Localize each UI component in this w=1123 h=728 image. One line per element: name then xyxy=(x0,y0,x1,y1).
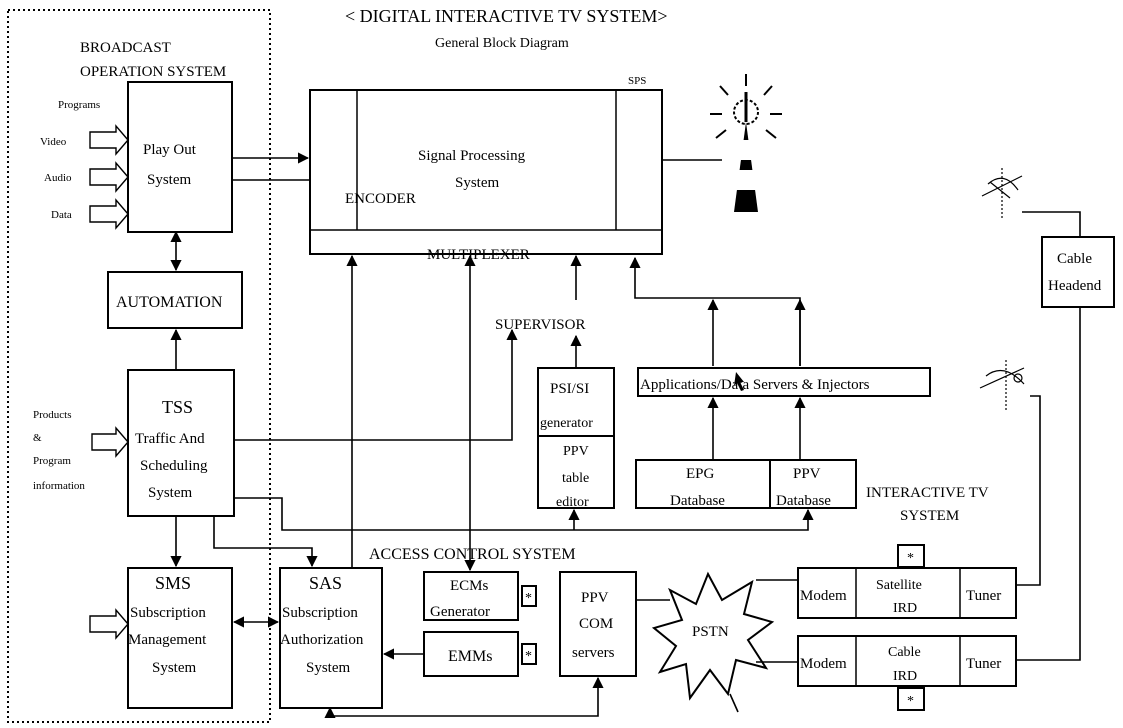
psi-label-1: PSI/SI xyxy=(550,381,589,397)
emms-star: * xyxy=(525,649,532,664)
broadcast-label-1: BROADCAST xyxy=(80,40,171,56)
sms-arrow-icon xyxy=(90,610,128,638)
ppv-db-label-2: Database xyxy=(776,493,831,509)
ppv-com-label-1: PPV xyxy=(581,590,609,606)
headend-label-1: Cable xyxy=(1057,251,1092,267)
input-video: Video xyxy=(40,136,67,148)
diagram-subtitle: General Block Diagram xyxy=(435,36,569,51)
signal-label-1: Signal Processing xyxy=(418,148,526,164)
ppv-com-label-2: COM xyxy=(579,616,613,632)
ppv-table-label-1: PPV xyxy=(563,444,589,459)
input-data: Data xyxy=(51,209,72,221)
automation-label: AUTOMATION xyxy=(116,294,223,311)
ppv-table-label-3: editor xyxy=(556,495,589,510)
ppv-com-label-3: servers xyxy=(572,645,615,661)
products-label-4: information xyxy=(33,480,85,492)
sas-label-3: Authorization xyxy=(280,632,364,648)
sms-label-3: Management xyxy=(128,632,207,648)
tss-label-4: System xyxy=(148,485,193,501)
pstn-label: PSTN xyxy=(692,624,729,640)
cable-ird-label-1: Cable xyxy=(888,645,921,660)
cable-tuner-label: Tuner xyxy=(966,656,1001,672)
ppv-db-label-1: PPV xyxy=(793,466,821,482)
sms-label-2: Subscription xyxy=(130,605,206,621)
playout-label-2: System xyxy=(147,172,192,188)
video-arrow-icon xyxy=(90,126,128,154)
apps-label: Applications/Data Servers & Injectors xyxy=(640,377,870,393)
tss-label-2: Traffic And xyxy=(135,431,205,447)
cable-star: * xyxy=(907,694,914,709)
supervisor-label: SUPERVISOR xyxy=(495,317,586,333)
epg-label-2: Database xyxy=(670,493,725,509)
sas-label-4: System xyxy=(306,660,351,676)
encoder-label: ENCODER xyxy=(345,191,416,207)
sms-label-1: SMS xyxy=(155,573,191,593)
ecms-star: * xyxy=(525,591,532,606)
audio-arrow-icon xyxy=(90,163,128,191)
sat-modem-label: Modem xyxy=(800,588,847,604)
cable-modem-label: Modem xyxy=(800,656,847,672)
broadcast-tower-icon xyxy=(710,74,782,212)
access-control-label: ACCESS CONTROL SYSTEM xyxy=(369,546,576,563)
products-arrow-icon xyxy=(92,428,128,456)
satellite-dish-icon-2 xyxy=(980,360,1024,412)
sps-tag: SPS xyxy=(628,75,646,87)
psi-label-2: generator xyxy=(540,416,593,431)
cable-ird-label-2: IRD xyxy=(893,669,917,684)
satellite-dish-icon xyxy=(982,168,1022,220)
epg-label-1: EPG xyxy=(686,466,715,482)
playout-label-1: Play Out xyxy=(143,142,197,158)
ppv-table-label-2: table xyxy=(562,471,589,486)
sas-label-2: Subscription xyxy=(282,605,358,621)
sas-label-1: SAS xyxy=(309,573,342,593)
sms-label-4: System xyxy=(152,660,197,676)
cable-headend-box xyxy=(1042,237,1114,307)
emms-label: EMMs xyxy=(448,648,492,665)
products-label-3: Program xyxy=(33,455,71,467)
tss-label-3: Scheduling xyxy=(140,458,208,474)
sat-ird-label-1: Satellite xyxy=(876,578,922,593)
headend-label-2: Headend xyxy=(1048,278,1102,294)
ecms-label-1: ECMs xyxy=(450,578,489,594)
sat-tuner-label: Tuner xyxy=(966,588,1001,604)
satellite-star: * xyxy=(907,551,914,566)
signal-label-2: System xyxy=(455,175,500,191)
interactive-label-2: SYSTEM xyxy=(900,508,959,524)
broadcast-label-2: OPERATION SYSTEM xyxy=(80,64,226,80)
multiplexer-label: MULTIPLEXER xyxy=(427,247,530,263)
input-programs: Programs xyxy=(58,99,100,111)
sat-ird-label-2: IRD xyxy=(893,601,917,616)
ecms-label-2: Generator xyxy=(430,604,490,620)
data-arrow-icon xyxy=(90,200,128,228)
input-audio: Audio xyxy=(44,172,72,184)
products-label-2: & xyxy=(33,432,42,444)
products-label-1: Products xyxy=(33,409,72,421)
diagram-title: < DIGITAL INTERACTIVE TV SYSTEM> xyxy=(345,6,668,26)
interactive-label-1: INTERACTIVE TV xyxy=(866,485,989,501)
tss-label-1: TSS xyxy=(162,397,193,417)
